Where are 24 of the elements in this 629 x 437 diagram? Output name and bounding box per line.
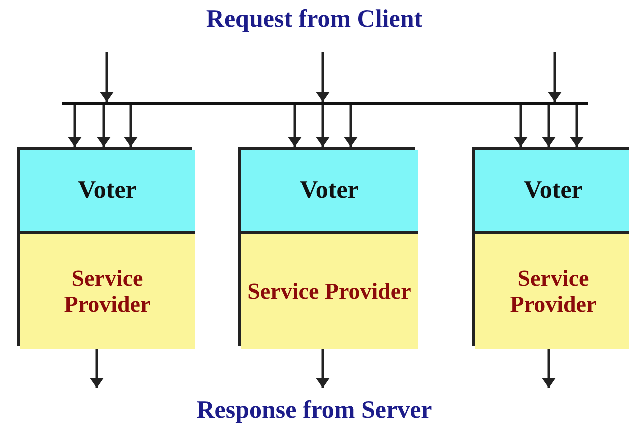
voter-label: Voter [524,176,583,204]
diagram-caption: Response from Server [196,397,434,425]
service-provider-label: Service Provider [509,266,598,317]
arrow [68,105,82,147]
service-provider-label: Service Provider [248,278,412,304]
arrow [548,52,562,102]
arrow [542,105,556,147]
arrow [97,105,111,147]
replica-box [238,147,415,346]
arrow [124,105,138,147]
voter-label: Voter [78,176,137,204]
service-provider-label: Service Provider [63,266,152,317]
voter-label: Voter [300,176,359,204]
bus-line [62,102,588,105]
replica-box [472,147,629,346]
arrow [316,52,330,102]
arrow [316,105,330,147]
arrow [344,105,358,147]
replica-box [17,147,192,346]
diagram-title: Request from Client [205,6,424,34]
arrow [100,52,114,102]
arrow [288,105,302,147]
arrow [570,105,584,147]
arrow [514,105,528,147]
